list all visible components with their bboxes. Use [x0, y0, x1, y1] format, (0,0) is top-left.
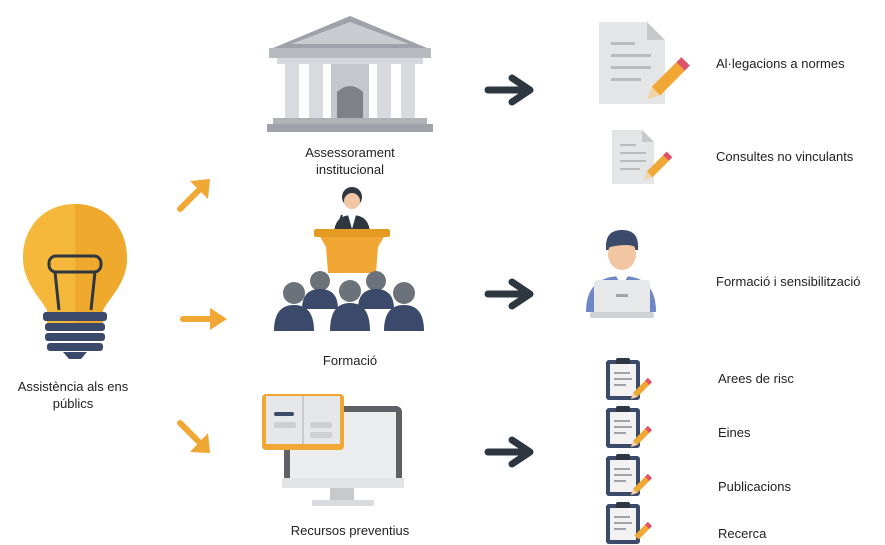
clipboard-pencil-icon	[606, 358, 653, 400]
user-laptop-icon	[586, 230, 656, 318]
outcome-label: Arees de risc	[718, 371, 794, 386]
arrow-right-icon	[180, 308, 227, 330]
outcome-label: Formació i sensibilització	[716, 274, 861, 289]
outcome-label: Recerca	[718, 526, 767, 541]
monitor-book-icon	[262, 394, 404, 506]
document-pencil-icon	[599, 22, 690, 104]
document-pencil-icon	[612, 130, 673, 184]
clipboard-pencil-icon	[606, 454, 653, 496]
branch-label: Formació	[322, 353, 378, 368]
lightbulb-icon	[23, 204, 127, 359]
branch-label: Assessorament institucional	[305, 145, 395, 177]
outcome-label: Consultes no vinculants	[716, 149, 854, 164]
outcome-label: Eines	[718, 425, 751, 440]
arrow-right-dark-icon	[484, 278, 534, 310]
root-label: Assistència als ens públics	[17, 379, 129, 411]
branch-label: Recursos preventius	[290, 523, 410, 538]
speaker-audience-icon	[274, 187, 424, 331]
institution-building-icon	[267, 16, 433, 132]
arrow-down-right-icon	[177, 420, 210, 453]
outcome-label: Publicacions	[718, 479, 791, 494]
clipboard-pencil-icon	[606, 406, 653, 448]
arrow-right-dark-icon	[484, 436, 534, 468]
arrow-up-right-icon	[177, 179, 210, 212]
arrow-right-dark-icon	[484, 74, 534, 106]
outcome-label: Al·legacions a normes	[716, 56, 845, 71]
clipboard-pencil-icon	[606, 502, 653, 544]
